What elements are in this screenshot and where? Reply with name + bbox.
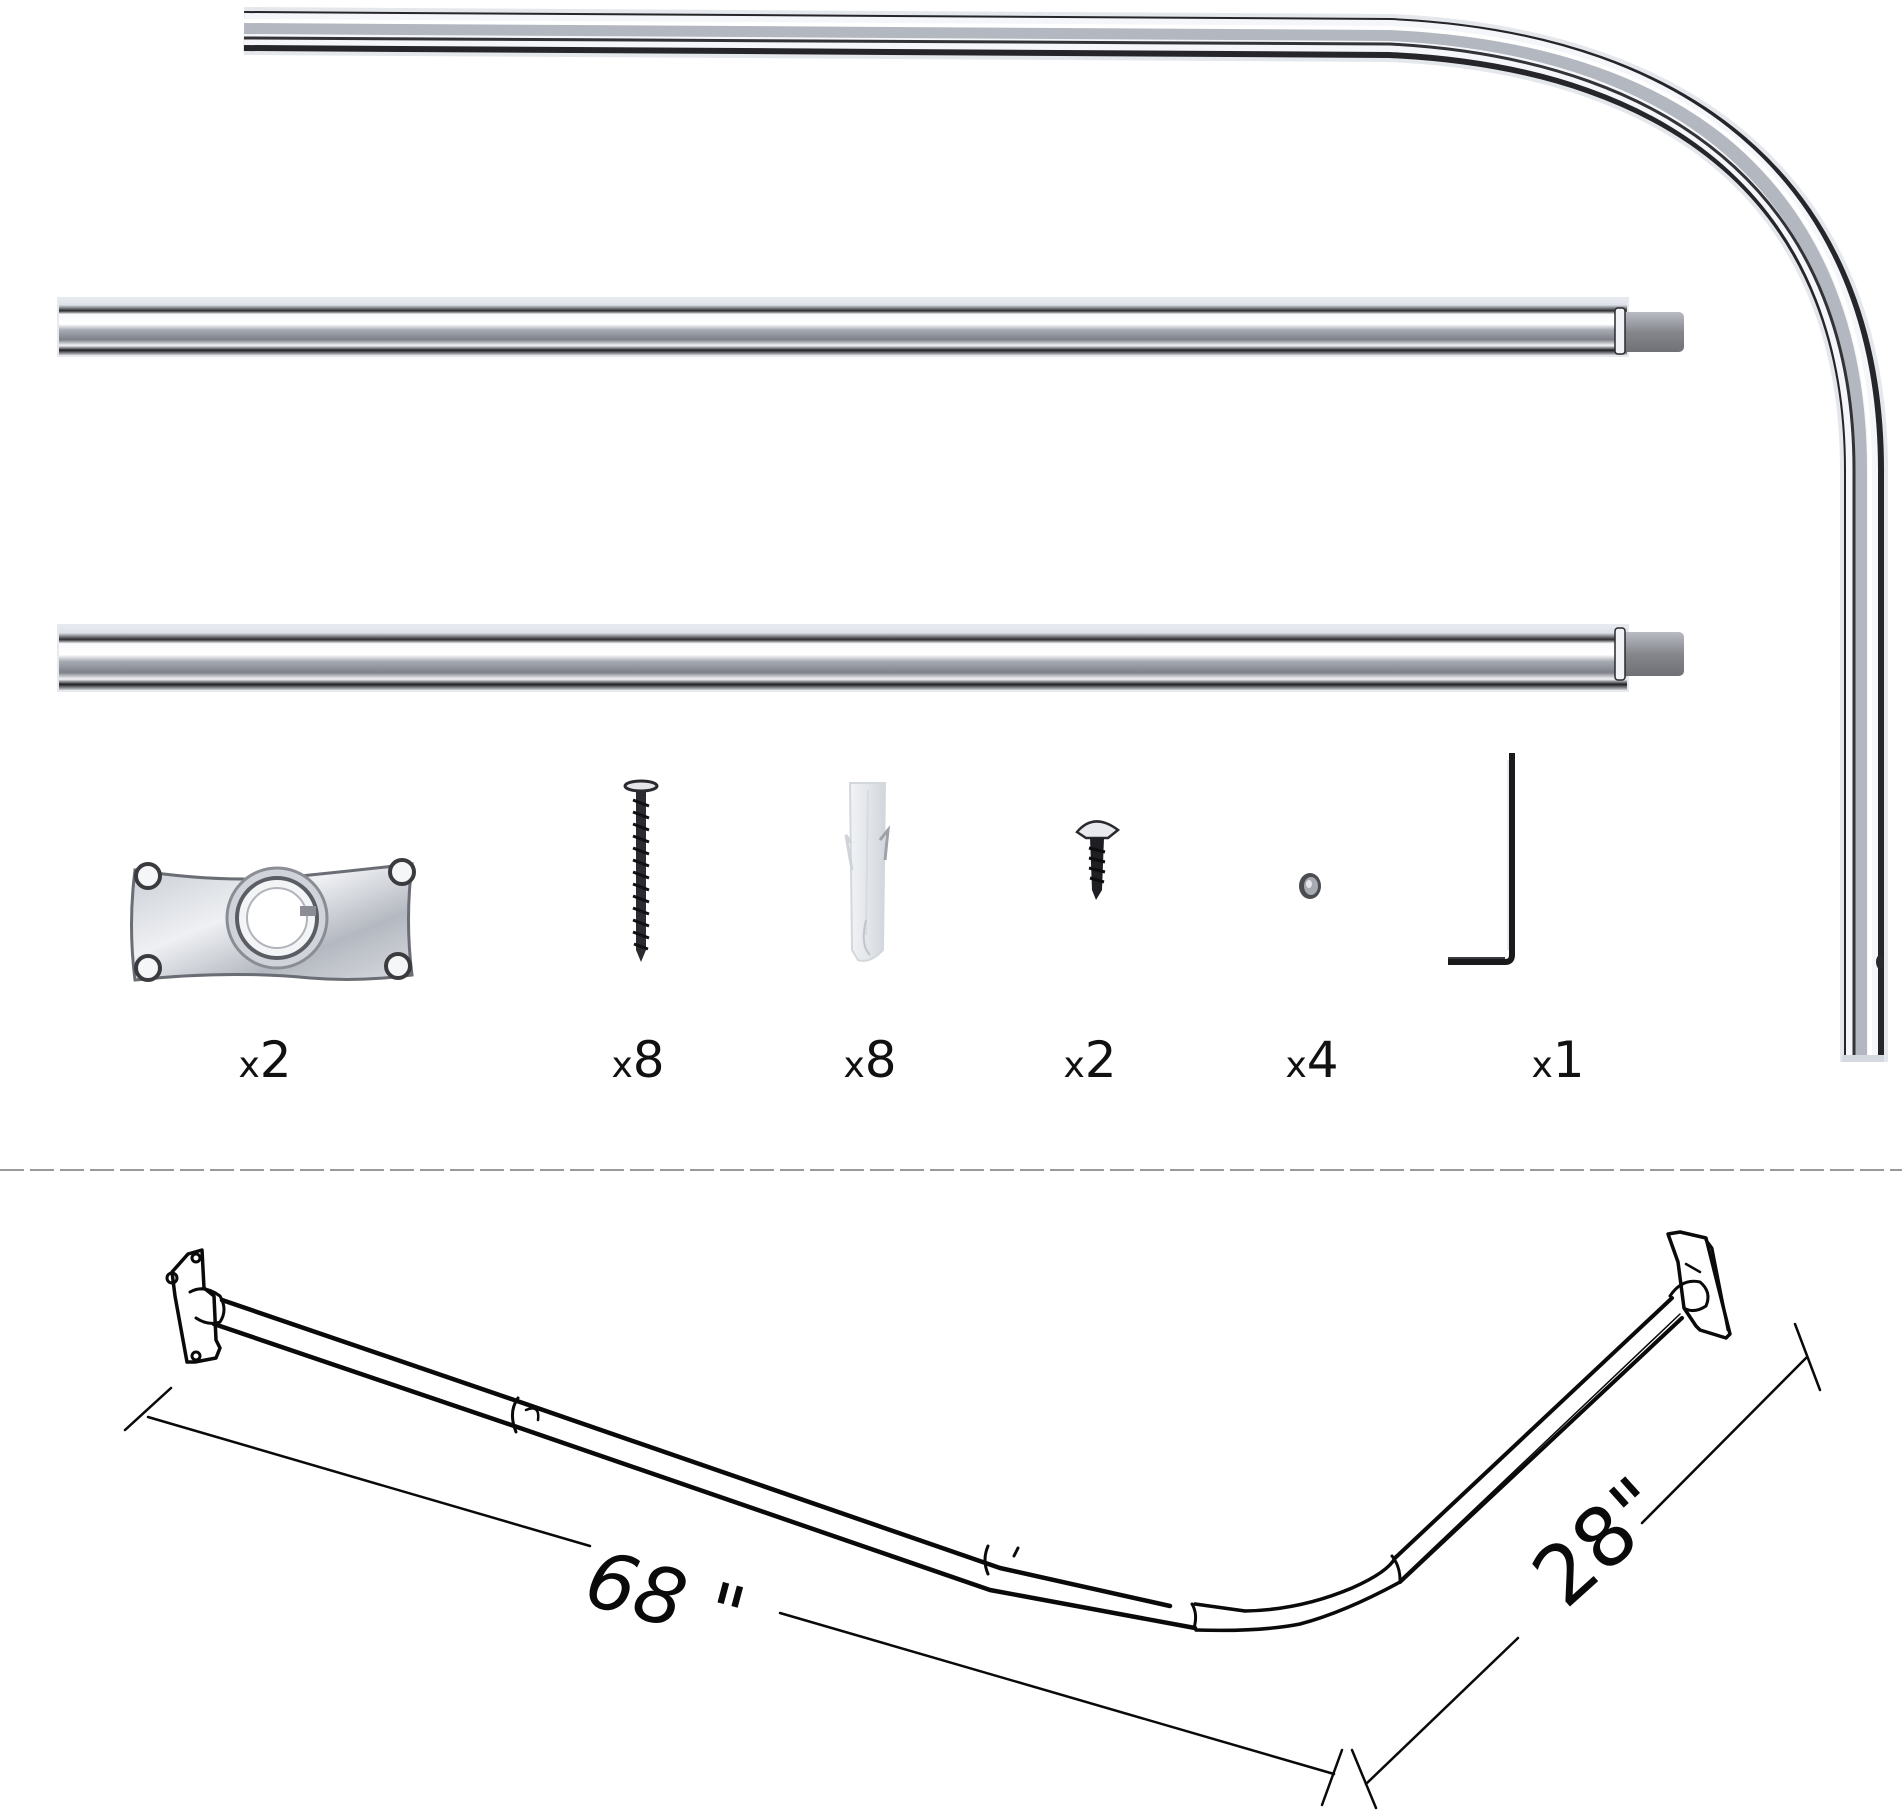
quantity-value: 1 [1552, 1031, 1585, 1089]
quantity-prefix: x [1285, 1045, 1307, 1086]
quantity-prefix: x [611, 1045, 633, 1086]
quantity-prefix: x [1063, 1045, 1085, 1086]
wall-flange-icon [130, 858, 416, 982]
quantity-prefix: x [843, 1045, 865, 1086]
quantity-prefix: x [1531, 1045, 1553, 1086]
dimension-line-long [123, 1386, 1344, 1807]
quantity-wall-anchor: x8 [843, 1035, 896, 1085]
quantity-prefix: x [238, 1045, 260, 1086]
quantity-value: 4 [1306, 1031, 1339, 1089]
long-screw-icon [623, 779, 659, 962]
quantity-value: 8 [864, 1031, 897, 1089]
quantity-set-screw: x4 [1285, 1035, 1338, 1085]
right-bracket-drawing [1666, 1230, 1732, 1340]
installation-diagram [123, 1230, 1822, 1810]
straight-rod-2 [57, 624, 1684, 692]
short-screw-icon [1075, 820, 1121, 900]
hex-key-icon [1448, 753, 1515, 965]
quantity-wall-flange: x2 [238, 1035, 291, 1085]
straight-rod-1 [57, 297, 1684, 357]
curved-corner-rod [243, 7, 1888, 1062]
set-screw-icon [1299, 873, 1321, 899]
quantity-long-screw: x8 [611, 1035, 664, 1085]
dimension-line-short [1350, 1322, 1822, 1810]
quantity-value: 2 [1084, 1031, 1117, 1089]
quantity-short-screw: x2 [1063, 1035, 1116, 1085]
quantity-value: 2 [259, 1031, 292, 1089]
quantity-value: 8 [632, 1031, 665, 1089]
left-bracket-drawing [165, 1248, 226, 1364]
wall-anchor-icon [844, 782, 890, 962]
quantity-hex-key: x1 [1531, 1035, 1584, 1085]
